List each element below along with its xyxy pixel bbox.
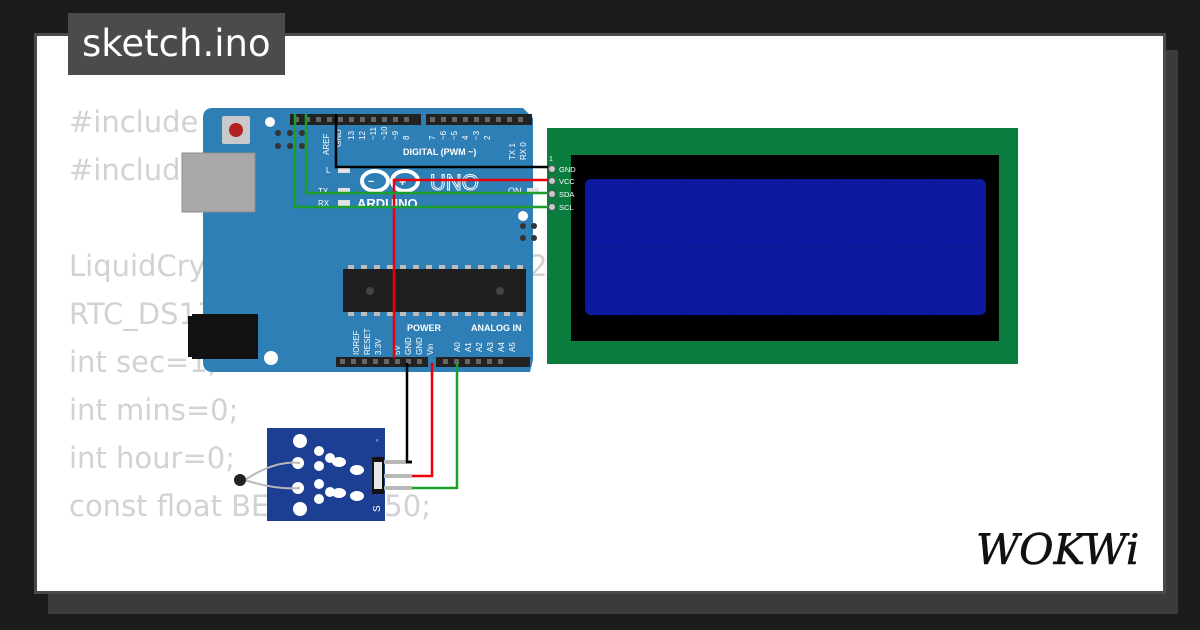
code-line: int mins=0;: [69, 393, 239, 427]
digital-pin-11: ~11: [369, 126, 378, 140]
arduino-uno-board[interactable]: AREF GND 13 12 ~11 ~10 ~9 8 7 ~6 ~5 4 ~3…: [181, 108, 539, 372]
file-tab[interactable]: sketch.ino: [68, 13, 285, 75]
power-pin-5v: 5V: [393, 345, 402, 355]
digital-pin-12: 12: [358, 131, 367, 140]
digital-pin-2: 2: [483, 135, 492, 140]
thermistor: [234, 474, 246, 486]
analog-pin-a5: A5: [508, 342, 517, 352]
power-pin-gnd2: GND: [415, 337, 424, 355]
power-pin-3v3: 3.3V: [374, 338, 383, 355]
digital-pin-4: 4: [461, 135, 470, 140]
digital-header-label: DIGITAL (PWM ~): [403, 147, 476, 157]
wire-signal-sensor: [412, 363, 459, 490]
power-jack: [192, 314, 258, 359]
power-pin-vin: Vin: [426, 344, 435, 355]
digital-pin-13: 13: [347, 131, 356, 140]
lcd-display[interactable]: 1 GND VCC SDA SCL: [547, 128, 1018, 364]
tx-led: [338, 188, 350, 194]
svg-text:−: −: [368, 176, 374, 188]
power-header-label: POWER: [407, 323, 442, 333]
digital-pin-8: 8: [402, 135, 411, 140]
lcd-pin-gnd: GND: [559, 165, 576, 174]
wire-gnd-lcd: [334, 114, 548, 169]
rx-led: [338, 200, 350, 206]
analog-pin-a3: A3: [486, 342, 495, 352]
lcd-pin-vcc: VCC: [559, 177, 575, 186]
analog-pin-a4: A4: [497, 342, 506, 352]
mounting-hole: [518, 211, 528, 221]
mounting-hole: [265, 117, 275, 127]
usb-port: [181, 152, 256, 213]
reset-button-cap: [229, 123, 243, 137]
power-pin-ioref: IOREF: [352, 330, 361, 355]
wokwi-logo-text: WOKWi: [976, 525, 1139, 574]
mounting-hole: [264, 351, 278, 365]
lcd-pin-scl: SCL: [559, 203, 574, 212]
lcd-pin-one-label: 1: [549, 156, 553, 163]
tx-led-label: TX: [318, 187, 329, 196]
l-led-label: L: [326, 166, 331, 175]
on-led: [527, 188, 539, 194]
wire-scl-lcd: [293, 114, 548, 209]
sensor-label-gnd: -: [372, 439, 383, 442]
brand-label: ARDUINO: [357, 196, 418, 211]
power-pin-gnd1: GND: [404, 337, 413, 355]
digital-pin-10: ~10: [380, 126, 389, 140]
l-led: [338, 167, 350, 173]
digital-pin-rx0: RX 0: [519, 142, 528, 160]
sensor-label-signal: S: [372, 505, 383, 512]
wokwi-logo: WOKWi: [976, 525, 1140, 574]
digital-pin-6: ~6: [439, 130, 448, 140]
digital-pin-7: 7: [428, 135, 437, 140]
analog-pin-a1: A1: [464, 342, 473, 352]
svg-text:+: +: [399, 175, 406, 189]
wire-vcc-lcd: [392, 178, 548, 358]
lcd-pins: [548, 165, 556, 211]
digital-pin-3: ~3: [472, 130, 481, 140]
analog-header-label: ANALOG IN: [471, 323, 522, 333]
analog-pin-a0: A0: [453, 342, 462, 352]
wire-sda-lcd: [304, 114, 548, 195]
wire-gnd-sensor: [405, 363, 412, 464]
on-led-label: ON: [508, 186, 522, 196]
wire-vcc-sensor: [412, 363, 434, 478]
aref-label: AREF: [322, 134, 331, 155]
digital-pin-5: ~5: [450, 130, 459, 140]
sensor-pcb: [267, 428, 385, 521]
ntc-temperature-sensor[interactable]: - S: [234, 428, 412, 521]
lcd-pin-sda: SDA: [559, 190, 574, 199]
code-line: int sec=1;: [69, 345, 218, 379]
wires: [293, 114, 548, 490]
board-label: UNO: [430, 170, 479, 195]
analog-pin-a2: A2: [475, 342, 484, 352]
digital-pin-9: ~9: [391, 130, 400, 140]
digital-pin-tx1: TX 1: [508, 143, 517, 160]
code-line: int hour=0;: [69, 441, 235, 475]
rx-led-label: RX: [318, 199, 330, 208]
gnd-pin-label: GND: [334, 129, 343, 147]
power-pin-reset: RESET: [363, 328, 372, 355]
